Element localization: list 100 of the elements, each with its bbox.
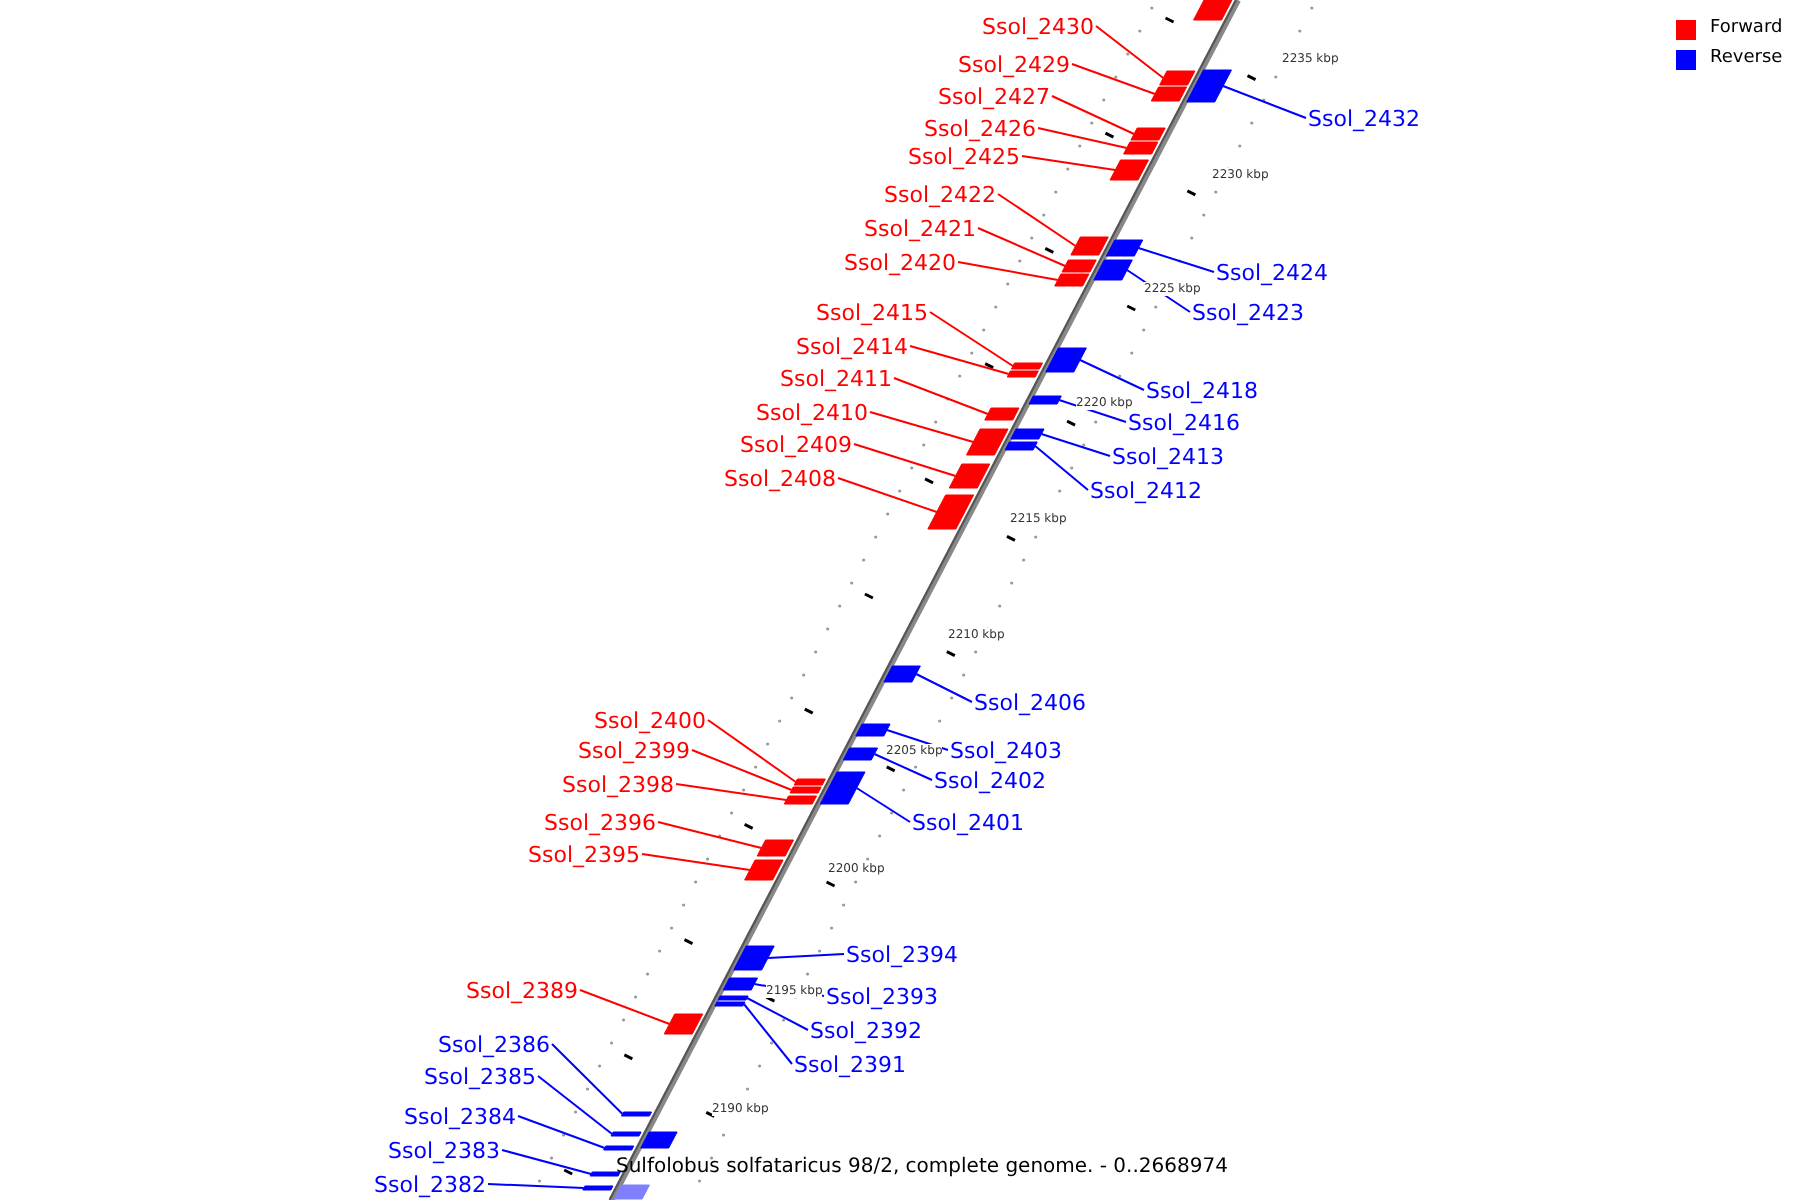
leader-line bbox=[855, 787, 911, 823]
gene-block bbox=[1045, 347, 1087, 373]
gene-block bbox=[819, 771, 866, 805]
gene-label: Ssol_2410 bbox=[756, 400, 868, 426]
leader-line bbox=[766, 953, 845, 959]
gene-block bbox=[613, 1184, 650, 1200]
gene-label: Ssol_2396 bbox=[544, 810, 656, 836]
gene-label: Ssol_2386 bbox=[438, 1032, 550, 1058]
gene-label: Ssol_2395 bbox=[528, 842, 640, 868]
gene-label: Ssol_2400 bbox=[594, 708, 706, 734]
gene-block bbox=[640, 1131, 678, 1149]
gene-block bbox=[744, 859, 784, 881]
gene-block bbox=[984, 407, 1020, 421]
leader-line bbox=[1222, 85, 1307, 119]
gene-block bbox=[948, 463, 991, 489]
leader-line bbox=[501, 1149, 593, 1175]
gene-label: Ssol_2394 bbox=[846, 942, 958, 968]
leader-line bbox=[551, 1043, 624, 1115]
gene-block bbox=[783, 795, 817, 805]
leader-line bbox=[1051, 95, 1136, 135]
leader-line bbox=[893, 377, 989, 415]
gene-label: Ssol_2420 bbox=[844, 250, 956, 276]
leader-line bbox=[742, 1003, 793, 1065]
gene-label: Ssol_2383 bbox=[388, 1138, 500, 1164]
gene-label: Ssol_2429 bbox=[958, 52, 1070, 78]
leader-line bbox=[657, 821, 763, 849]
gene-block bbox=[1093, 259, 1133, 281]
gene-label: Ssol_2425 bbox=[908, 144, 1020, 170]
gene-label: Ssol_2385 bbox=[424, 1064, 536, 1090]
gene-block bbox=[1006, 370, 1039, 378]
leader-line bbox=[746, 997, 809, 1031]
leader-line bbox=[869, 411, 975, 443]
gene-label: Ssol_2422 bbox=[884, 182, 996, 208]
leader-line bbox=[1021, 155, 1117, 171]
gene-block bbox=[1004, 441, 1038, 451]
gene-block bbox=[927, 494, 975, 530]
gene-block bbox=[589, 1171, 621, 1177]
leader-line bbox=[1071, 63, 1156, 95]
gene-label: Ssol_2424 bbox=[1216, 260, 1328, 286]
leader-line bbox=[675, 783, 788, 801]
leader-line bbox=[1040, 433, 1111, 457]
leader-line bbox=[1034, 445, 1089, 491]
gene-label: Ssol_2393 bbox=[826, 984, 938, 1010]
gene-block bbox=[1186, 69, 1232, 103]
gene-block bbox=[1159, 70, 1196, 86]
gene-block bbox=[733, 945, 775, 971]
leader-line bbox=[487, 1183, 585, 1189]
gene-label: Ssol_2391 bbox=[794, 1052, 906, 1078]
legend-label: Forward bbox=[1710, 18, 1783, 40]
gene-label: Ssol_2426 bbox=[924, 116, 1036, 142]
leader-line bbox=[909, 345, 1010, 375]
leader-line bbox=[517, 1115, 606, 1149]
leader-line bbox=[997, 193, 1077, 247]
gene-block bbox=[966, 428, 1009, 456]
gene-block bbox=[610, 1131, 642, 1137]
leader-line bbox=[641, 853, 751, 871]
legend-label: Reverse bbox=[1710, 48, 1783, 70]
leader-line bbox=[929, 311, 1014, 367]
gene-label: Ssol_2384 bbox=[404, 1104, 516, 1130]
gene-label: Ssol_2418 bbox=[1146, 378, 1258, 404]
gene-label: Ssol_2432 bbox=[1308, 106, 1420, 132]
gene-label: Ssol_2415 bbox=[816, 300, 928, 326]
gene-block bbox=[1070, 236, 1109, 256]
gene-block bbox=[793, 778, 826, 786]
gene-block bbox=[1054, 273, 1090, 287]
gene-label: Ssol_2427 bbox=[938, 84, 1050, 110]
gene-block bbox=[1150, 86, 1188, 102]
gene-label: Ssol_2414 bbox=[796, 334, 908, 360]
gene-label: Ssol_2413 bbox=[1112, 444, 1224, 470]
leader-line bbox=[885, 729, 949, 751]
gene-block bbox=[1130, 127, 1166, 141]
gene-block bbox=[717, 995, 749, 1001]
gene-block bbox=[1010, 428, 1045, 440]
gene-block bbox=[756, 839, 794, 857]
gene-block bbox=[1105, 239, 1144, 257]
gene-label: Ssol_2421 bbox=[864, 216, 976, 242]
gene-block bbox=[1010, 362, 1043, 370]
leader-line bbox=[1037, 127, 1128, 149]
gene-block bbox=[722, 977, 758, 991]
leader-line bbox=[873, 753, 933, 781]
gene-block bbox=[842, 747, 879, 761]
gene-label: Ssol_2402 bbox=[934, 768, 1046, 794]
gene-block bbox=[789, 786, 822, 794]
gene-block bbox=[663, 1013, 704, 1035]
gene-label: Ssol_2412 bbox=[1090, 478, 1202, 504]
gene-block bbox=[1028, 395, 1062, 405]
gene-label: Ssol_2430 bbox=[982, 14, 1094, 40]
gene-block bbox=[1109, 159, 1149, 181]
leader-line bbox=[853, 443, 957, 477]
leader-line bbox=[837, 477, 938, 513]
gene-label: Ssol_2416 bbox=[1128, 410, 1240, 436]
gene-label: Ssol_2401 bbox=[912, 810, 1024, 836]
leader-line bbox=[691, 749, 793, 791]
gene-block bbox=[1123, 141, 1159, 155]
gene-block bbox=[620, 1111, 653, 1117]
gene-block bbox=[714, 1001, 746, 1007]
gene-label: Ssol_2403 bbox=[950, 738, 1062, 764]
leader-line bbox=[579, 989, 671, 1025]
gene-block bbox=[883, 665, 921, 683]
leader-line bbox=[1079, 359, 1145, 391]
